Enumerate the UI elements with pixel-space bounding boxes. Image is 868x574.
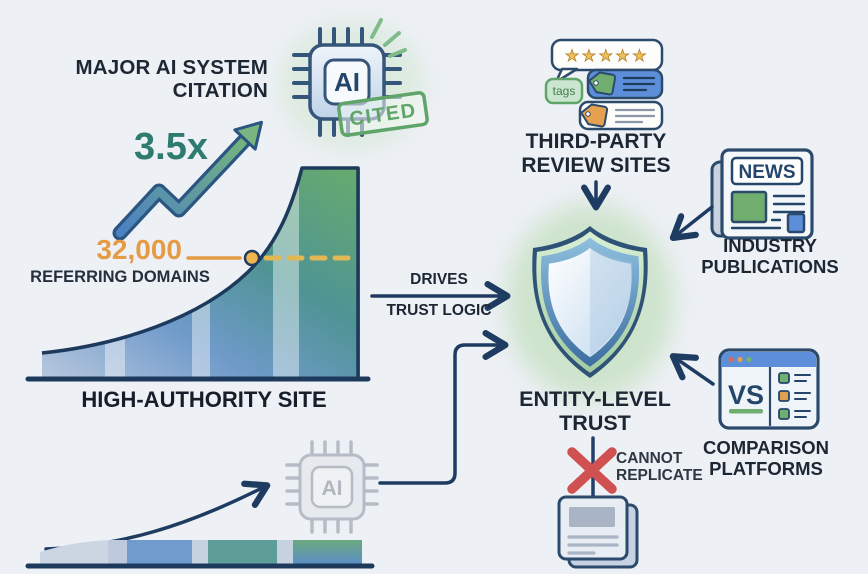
comparison-label: COMPARISON PLATFORMS [691, 437, 841, 479]
blocked-link [567, 436, 617, 500]
publications-label-line2: PUBLICATIONS [701, 255, 839, 277]
cannot-replicate-line2: REPLICATE [616, 466, 703, 484]
trust-shield-icon [532, 226, 648, 378]
entity-trust-line2: TRUST [559, 411, 631, 436]
ai-chip-icon: AI CITED [292, 18, 429, 137]
referring-domains-label: REFERRING DOMAINS [30, 268, 210, 286]
competitor-curve-arrow [44, 480, 271, 551]
newspaper-icon: NEWS [710, 148, 814, 240]
publications-arrow [669, 205, 714, 241]
tags-pill-label: tags [553, 84, 576, 98]
headline-line2: CITATION [172, 78, 268, 102]
competitor-to-shield-arrow [378, 330, 509, 485]
gray-ai-chip-label: AI [322, 477, 343, 500]
data-point-marker [243, 249, 261, 267]
review-tags-icon: ★★★★★ tags [544, 38, 664, 131]
growth-multiplier: 3.5x [134, 126, 208, 168]
sparkle-lines [370, 18, 407, 58]
vs-label: VS [728, 380, 764, 410]
reviews-label: THIRD-PARTY REVIEW SITES [521, 130, 671, 177]
authority-chart-label: HIGH-AUTHORITY SITE [81, 387, 327, 412]
reviews-label-line1: THIRD-PARTY [525, 130, 667, 153]
ai-chip-label: AI [334, 67, 360, 97]
document-stack-icon [557, 495, 639, 569]
cited-stamp: CITED [337, 91, 429, 137]
publications-label: INDUSTRY PUBLICATIONS [695, 235, 845, 277]
review-stars: ★★★★★ [565, 48, 649, 65]
vs-browser-icon: VS [718, 348, 820, 430]
headline-line1: MAJOR AI SYSTEM [75, 56, 268, 79]
referring-domains-annotation [186, 249, 359, 267]
gray-ai-chip-icon: AI [285, 440, 379, 534]
comparison-label-line1: COMPARISON [702, 437, 830, 458]
competitor-flat-chart [25, 540, 375, 569]
drives-label: DRIVES [410, 271, 468, 288]
zigzag-growth-arrow [112, 120, 263, 241]
trust-logic-label: TRUST LOGIC [386, 302, 492, 319]
comparison-arrow [669, 353, 715, 386]
publications-label-line1: INDUSTRY [723, 235, 817, 256]
comparison-label-line2: PLATFORMS [709, 457, 823, 479]
red-x-icon [567, 447, 617, 494]
referring-domains-value: 32,000 [96, 234, 182, 265]
entity-trust-label: ENTITY-LEVEL TRUST [510, 387, 680, 435]
entity-trust-line1: ENTITY-LEVEL [519, 387, 671, 411]
reviews-label-line2: REVIEW SITES [521, 153, 671, 177]
headline: MAJOR AI SYSTEM CITATION [60, 56, 268, 103]
news-masthead: NEWS [739, 162, 796, 183]
cannot-replicate-label: CANNOT REPLICATE [616, 450, 726, 484]
cannot-replicate-line1: CANNOT [616, 450, 683, 467]
